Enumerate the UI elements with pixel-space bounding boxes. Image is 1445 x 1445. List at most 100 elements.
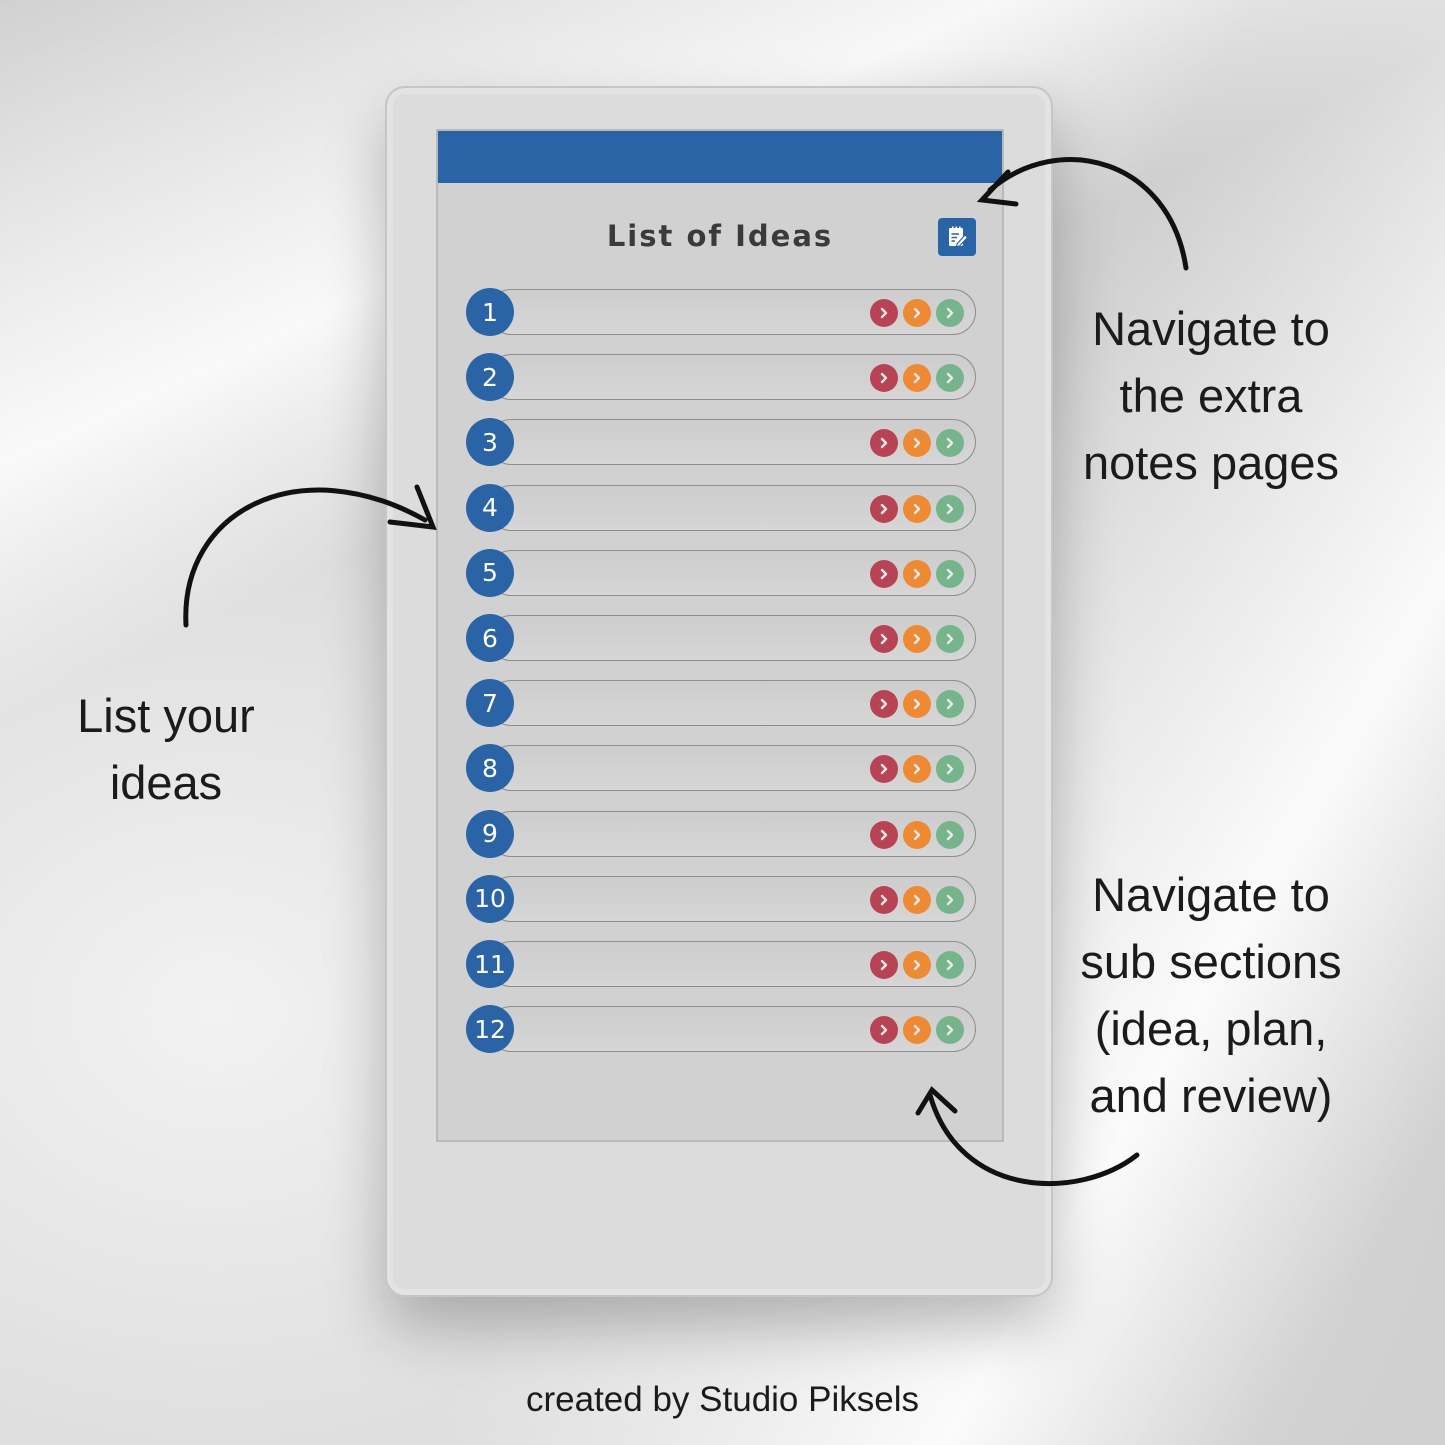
arrow-to-subsections-head	[915, 1086, 958, 1116]
review-nav-button[interactable]	[936, 951, 964, 979]
callout-line: and review)	[1089, 1069, 1333, 1122]
idea-nav-button[interactable]	[870, 1016, 898, 1045]
review-nav-button[interactable]	[936, 755, 964, 784]
notes-edit-icon	[949, 226, 969, 248]
chevron-right-icon	[946, 633, 954, 645]
idea-nav-button[interactable]	[870, 885, 898, 914]
row-number-badge: 2	[466, 353, 514, 402]
review-nav-button[interactable]	[936, 364, 964, 393]
idea-nav-button[interactable]	[870, 494, 898, 523]
idea-text-field[interactable]	[488, 354, 976, 401]
idea-row[interactable]: 12	[466, 1005, 978, 1056]
row-number-badge: 12	[466, 1005, 514, 1054]
idea-row[interactable]: 6	[466, 614, 978, 665]
chevron-right-icon	[913, 568, 921, 579]
idea-row[interactable]: 3	[466, 418, 978, 469]
idea-nav-button[interactable]	[870, 951, 898, 979]
idea-row[interactable]: 7	[466, 679, 978, 730]
plan-nav-button[interactable]	[903, 364, 931, 393]
arrow-to-notes-head	[976, 169, 1019, 207]
plan-nav-button[interactable]	[903, 885, 931, 914]
review-nav-button[interactable]	[936, 820, 964, 849]
idea-nav-button[interactable]	[870, 364, 898, 393]
idea-row[interactable]: 2	[466, 353, 978, 404]
plan-nav-button[interactable]	[903, 951, 931, 979]
chevron-right-icon	[946, 1024, 954, 1036]
plan-nav-button[interactable]	[903, 559, 931, 588]
plan-nav-button[interactable]	[903, 755, 931, 784]
row-number-badge: 9	[466, 809, 514, 858]
idea-nav-button[interactable]	[870, 690, 898, 719]
arrow-to-list	[183, 487, 428, 628]
credit-text: created by Studio Piksels	[526, 1380, 919, 1419]
chevron-right-icon	[946, 372, 954, 384]
idea-nav-button[interactable]	[870, 755, 898, 784]
plan-nav-button[interactable]	[903, 494, 931, 523]
review-nav-button[interactable]	[936, 299, 964, 327]
review-nav-button[interactable]	[936, 429, 964, 458]
idea-nav-button[interactable]	[870, 429, 898, 458]
chevron-right-icon	[913, 894, 921, 905]
row-number-badge: 6	[466, 614, 514, 662]
chevron-right-icon	[880, 633, 888, 645]
review-nav-button[interactable]	[936, 1016, 964, 1045]
chevron-right-icon	[880, 1024, 888, 1036]
callout-extra-notes: Navigate to the extra notes pages	[1075, 295, 1347, 496]
idea-row[interactable]: 5	[466, 548, 978, 600]
idea-nav-button[interactable]	[870, 299, 898, 327]
idea-nav-button[interactable]	[870, 559, 898, 588]
row-number-badge: 8	[466, 744, 514, 793]
plan-nav-button[interactable]	[903, 690, 931, 719]
chevron-right-icon	[913, 764, 921, 775]
review-nav-button[interactable]	[936, 494, 964, 523]
plan-nav-button[interactable]	[903, 1016, 931, 1045]
row-number-badge: 11	[466, 940, 514, 988]
callout-line: List your	[77, 689, 255, 742]
chevron-right-icon	[913, 307, 921, 319]
row-number-badge: 3	[466, 418, 514, 467]
chevron-right-icon	[946, 438, 954, 449]
chevron-right-icon	[880, 829, 888, 840]
review-nav-button[interactable]	[936, 885, 964, 914]
callout-line: the extra	[1119, 369, 1303, 422]
idea-row[interactable]: 1	[466, 288, 978, 339]
review-nav-button[interactable]	[936, 690, 964, 719]
extra-notes-button[interactable]	[938, 218, 976, 256]
idea-text-field[interactable]	[488, 745, 976, 792]
chevron-right-icon	[913, 698, 921, 710]
chevron-right-icon	[913, 503, 921, 514]
callout-list-ideas: List your ideas	[60, 682, 272, 816]
callout-line: Navigate to	[1092, 868, 1330, 921]
chevron-right-icon	[880, 698, 888, 710]
callout-line: sub sections	[1080, 935, 1342, 988]
idea-row[interactable]: 11	[466, 940, 978, 991]
idea-row[interactable]: 8	[466, 744, 978, 795]
row-number-badge: 1	[466, 288, 514, 336]
callout-line: notes pages	[1082, 436, 1340, 489]
plan-nav-button[interactable]	[903, 820, 931, 849]
review-nav-button[interactable]	[936, 625, 964, 653]
idea-row[interactable]: 9	[466, 809, 978, 861]
row-number-badge: 7	[466, 679, 514, 728]
idea-nav-button[interactable]	[870, 625, 898, 653]
arrow-to-notes	[987, 157, 1189, 271]
plan-nav-button[interactable]	[903, 299, 931, 327]
chevron-right-icon	[946, 894, 954, 905]
plan-nav-button[interactable]	[903, 625, 931, 653]
row-number-badge: 4	[466, 483, 514, 532]
idea-row[interactable]: 10	[466, 874, 978, 926]
arrow-to-list-head	[387, 484, 437, 530]
chevron-right-icon	[946, 829, 954, 840]
idea-text-field[interactable]	[488, 289, 976, 335]
row-number-badge: 5	[466, 548, 514, 597]
chevron-right-icon	[880, 503, 888, 514]
chevron-right-icon	[880, 372, 888, 384]
chevron-right-icon	[946, 764, 954, 775]
review-nav-button[interactable]	[936, 559, 964, 588]
idea-nav-button[interactable]	[870, 820, 898, 849]
plan-nav-button[interactable]	[903, 429, 931, 458]
chevron-right-icon	[913, 372, 921, 384]
idea-row[interactable]: 4	[466, 483, 978, 535]
